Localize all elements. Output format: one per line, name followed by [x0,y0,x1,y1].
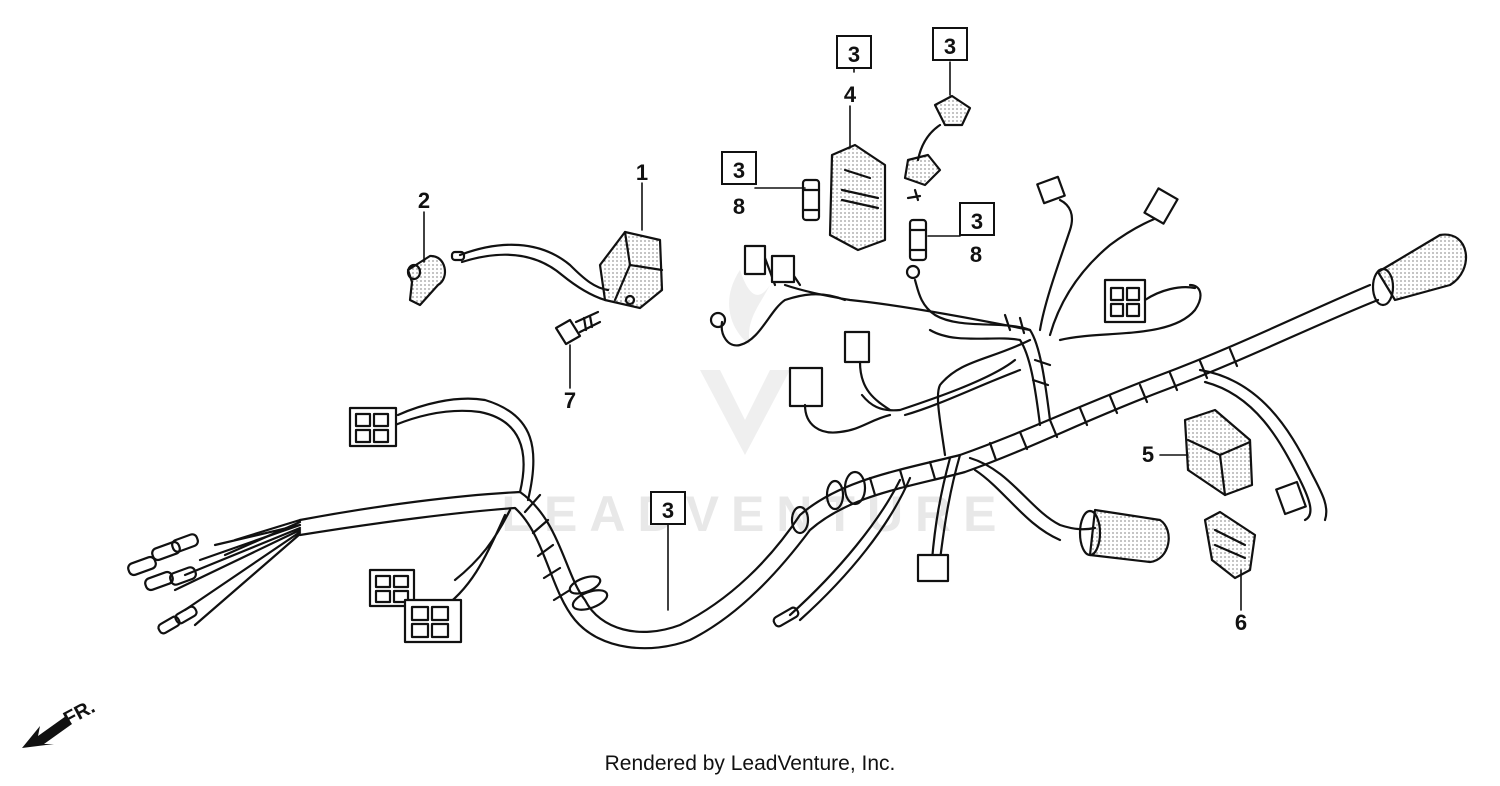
svg-text:3: 3 [971,209,983,234]
front-wire-bundle [127,518,302,635]
callout-2: 2 [418,188,430,213]
svg-text:3: 3 [662,498,674,523]
part-1-switch [458,230,664,310]
callout-8-right: 8 [970,242,982,267]
main-harness-trunk [298,283,1380,650]
footer-credit: Rendered by LeadVenture, Inc. [604,752,896,775]
leader-lines [423,61,1242,611]
part-6-connector [1203,510,1257,580]
part-8-fuse-right [908,218,928,262]
part-8-fuse-left [801,178,821,222]
callout-box-3-fuse-right: 3 [959,202,995,236]
leadventure-logo-watermark [700,270,790,455]
upper-harness-branches [709,175,1202,457]
callout-6: 6 [1235,610,1247,635]
lower-left-connector-branch [368,508,512,644]
callout-1: 1 [636,160,648,185]
svg-text:3: 3 [848,42,860,67]
right-end-plug [1371,233,1468,307]
callout-4: 4 [844,82,857,107]
callout-5: 5 [1142,442,1154,467]
fuse-lead-top [903,94,972,280]
part-2-cap [406,250,466,307]
front-arrow-icon: FR. [22,696,99,748]
callout-8-left: 8 [733,194,745,219]
svg-text:3: 3 [733,158,745,183]
upper-left-connector-branch [348,397,535,502]
callout-box-3-fuse-left: 3 [721,151,757,185]
callout-box-3-top-center: 3 [836,35,872,69]
part-4-fuse-holder [828,143,887,252]
center-drop-connector [916,453,962,583]
part-5-relay [1183,408,1254,497]
lower-sensor-lead [772,476,912,628]
right-long-lead [1198,368,1328,522]
watermark-text: LEADVENTURE [501,486,1009,542]
part-7-bolt [554,310,602,346]
callout-box-3-harness: 3 [650,491,686,525]
callout-7: 7 [564,388,576,413]
right-lower-branch [968,456,1170,564]
callout-box-3-top-right: 3 [932,27,968,61]
svg-text:3: 3 [944,34,956,59]
